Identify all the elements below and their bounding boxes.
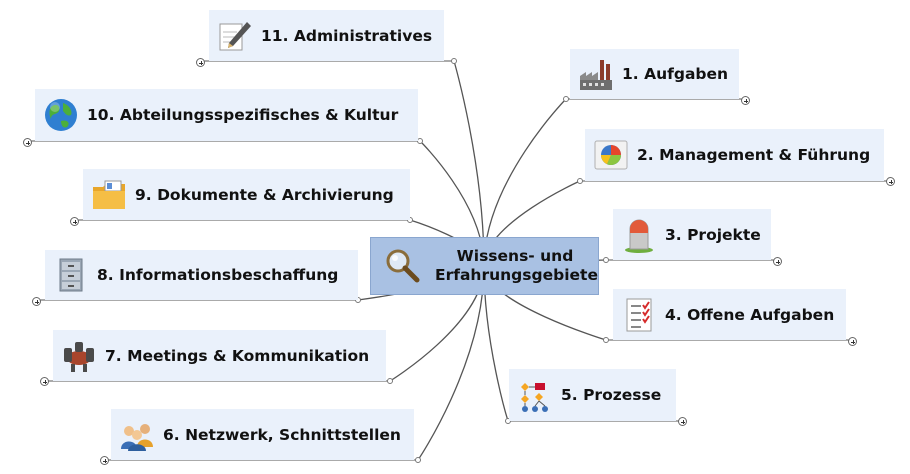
topic-administratives[interactable]: 11. Administratives: [209, 10, 444, 61]
joint-meetings: [387, 378, 393, 384]
magnifier-icon: [383, 246, 423, 286]
topic-management[interactable]: 2. Management & Führung: [585, 129, 884, 181]
pie-chart-icon: [593, 137, 629, 173]
factory-icon: [578, 56, 614, 92]
checklist-icon: [621, 297, 657, 333]
expand-toggle-abteilungsspezifisches[interactable]: [23, 138, 32, 147]
expand-toggle-prozesse[interactable]: [678, 417, 687, 426]
topic-label: 1. Aufgaben: [622, 65, 729, 83]
topic-label: 9. Dokumente & Archivierung: [135, 185, 394, 204]
expand-toggle-offene[interactable]: [848, 337, 857, 346]
topic-label: 3. Projekte: [665, 225, 761, 244]
expand-toggle-dokumente[interactable]: [70, 217, 79, 226]
central-topic-label: Wissens- und Erfahrungsgebiete: [435, 247, 598, 285]
expand-toggle-informationsbeschaffung[interactable]: [32, 297, 41, 306]
joint-aufgaben: [563, 96, 569, 102]
topic-label: 4. Offene Aufgaben: [665, 305, 835, 324]
expand-toggle-administratives[interactable]: [196, 58, 205, 67]
connector-aufgaben: [483, 98, 567, 267]
topic-meetings[interactable]: 7. Meetings & Kommunikation: [53, 330, 386, 381]
topic-dokumente[interactable]: 9. Dokumente & Archivierung: [83, 169, 410, 220]
topic-aufgaben[interactable]: 1. Aufgaben: [570, 49, 739, 99]
topic-abteilungsspezifisches[interactable]: 10. Abteilungsspezifisches & Kultur: [35, 89, 418, 141]
people-icon: [119, 417, 155, 453]
topic-label: 5. Prozesse: [561, 386, 662, 404]
topic-prozesse[interactable]: 5. Prozesse: [509, 369, 676, 421]
central-topic[interactable]: Wissens- und Erfahrungsgebiete: [370, 237, 599, 295]
joint-projekte: [603, 257, 609, 263]
joint-management: [577, 178, 583, 184]
topic-projekte[interactable]: 3. Projekte: [613, 209, 771, 260]
joint-abteilungsspezifisches: [417, 138, 423, 144]
expand-toggle-aufgaben[interactable]: [741, 96, 750, 105]
topic-label: 8. Informationsbeschaffung: [97, 266, 339, 284]
joint-administratives: [451, 58, 457, 64]
milestone-icon: [621, 217, 657, 253]
globe-icon: [43, 97, 79, 133]
topic-informationsbeschaffung[interactable]: 8. Informationsbeschaffung: [45, 250, 358, 300]
topic-label: 10. Abteilungsspezifisches & Kultur: [87, 106, 399, 124]
expand-toggle-projekte[interactable]: [773, 257, 782, 266]
central-topic-line-1: Wissens- und: [456, 247, 574, 265]
topic-label: 6. Netzwerk, Schnittstellen: [163, 425, 401, 444]
connector-netzwerk: [417, 265, 485, 461]
topic-offene-aufgaben[interactable]: 4. Offene Aufgaben: [613, 289, 846, 340]
topic-label: 11. Administratives: [261, 26, 433, 45]
expand-toggle-management[interactable]: [886, 177, 895, 186]
meeting-chairs-icon: [61, 338, 97, 374]
joint-netzwerk: [415, 457, 421, 463]
connector-administratives: [453, 60, 485, 267]
topic-label: 2. Management & Führung: [637, 146, 871, 164]
expand-toggle-netzwerk[interactable]: [100, 456, 109, 465]
expand-toggle-meetings[interactable]: [40, 377, 49, 386]
topic-netzwerk[interactable]: 6. Netzwerk, Schnittstellen: [111, 409, 414, 460]
central-topic-line-2: Erfahrungsgebiete: [435, 266, 598, 284]
flowchart-icon: [517, 377, 553, 413]
joint-offene: [603, 337, 609, 343]
filing-cabinet-icon: [53, 257, 89, 293]
topic-label: 7. Meetings & Kommunikation: [105, 346, 370, 365]
folder-icon: [91, 177, 127, 213]
pen-paper-icon: [217, 18, 253, 54]
